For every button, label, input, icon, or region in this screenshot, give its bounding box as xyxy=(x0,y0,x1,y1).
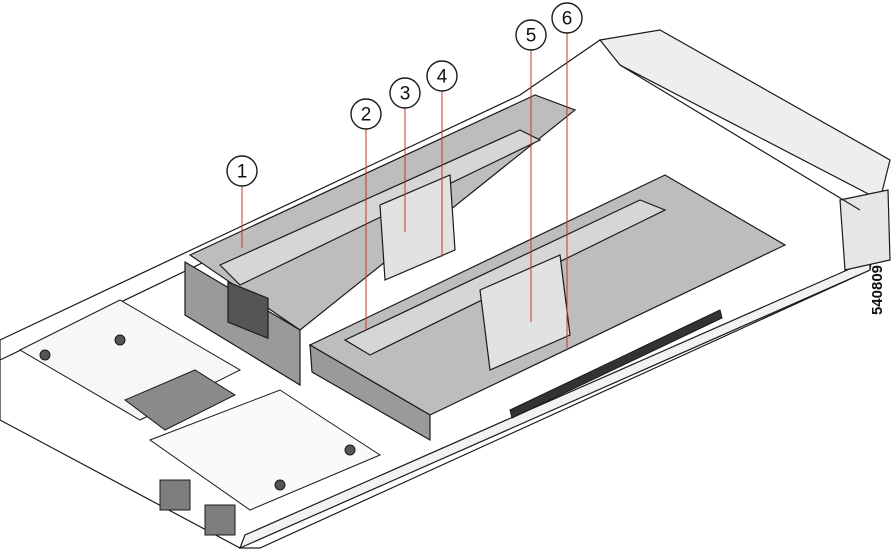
callout-number: 1 xyxy=(237,162,248,183)
callout-1: 1 xyxy=(226,155,258,248)
callout-bubble xyxy=(551,2,583,34)
pcb-board xyxy=(148,389,382,511)
standoff xyxy=(39,349,51,361)
standoff xyxy=(274,479,286,491)
riser-cage-left xyxy=(184,94,577,387)
standoff xyxy=(114,334,126,346)
callout-2: 2 xyxy=(350,98,382,330)
callouts: 1 2 3 4 5 6 xyxy=(226,2,583,348)
callout-number: 2 xyxy=(361,105,372,126)
callout-bubble xyxy=(350,98,382,130)
card-slot-short xyxy=(479,254,571,371)
callout-4: 4 xyxy=(426,60,458,257)
front-panel xyxy=(598,29,891,201)
rear-io-strip xyxy=(509,309,723,419)
callout-bubble xyxy=(389,77,421,109)
riser-cage-right xyxy=(308,174,787,442)
callout-number: 4 xyxy=(437,67,448,88)
callout-number: 6 xyxy=(562,9,573,30)
callout-bubble xyxy=(515,19,547,51)
standoff xyxy=(344,444,356,456)
callout-6: 6 xyxy=(551,2,583,348)
callout-number: 3 xyxy=(400,84,411,105)
riser-cage-right-front xyxy=(309,343,431,442)
chassis-edge xyxy=(619,64,861,211)
callout-bubble xyxy=(426,60,458,92)
callout-number: 5 xyxy=(526,26,537,47)
connector xyxy=(204,504,236,536)
heatsink xyxy=(124,369,237,431)
card-slot-short xyxy=(379,174,456,281)
vent-grille xyxy=(227,281,269,340)
figure-id: 540809 xyxy=(869,265,886,315)
rear-ear xyxy=(839,189,891,271)
connector xyxy=(159,479,191,511)
card-slot-long xyxy=(343,199,667,356)
callout-bubble xyxy=(226,155,258,187)
io-strip xyxy=(509,309,723,419)
callout-3: 3 xyxy=(389,77,421,232)
motherboard-area xyxy=(18,299,382,536)
callout-5: 5 xyxy=(515,19,547,322)
